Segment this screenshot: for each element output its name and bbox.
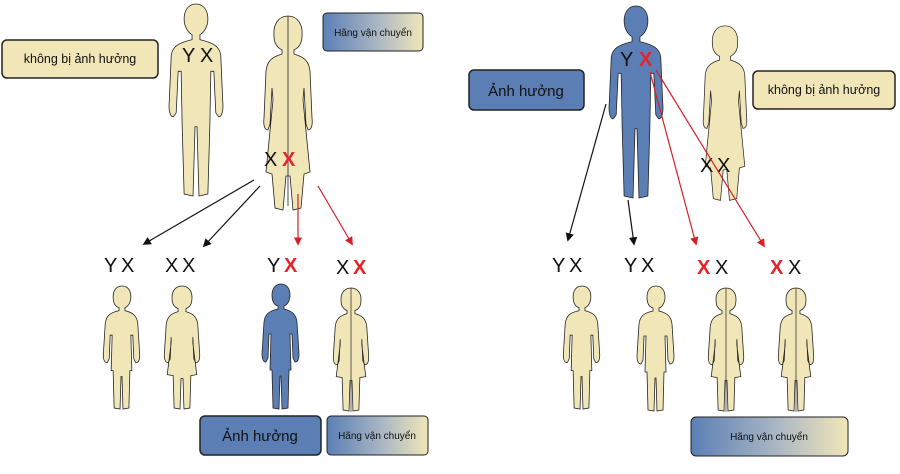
right-mother-status-label: không bị ảnh hưởng <box>752 70 896 110</box>
right-child-4-figure <box>777 287 815 412</box>
right-father-figure <box>608 5 664 199</box>
right-child-2-figure <box>636 285 675 412</box>
left-child-1-gene-a: Y <box>104 255 117 277</box>
svg-text:Hãng vận chuyển: Hãng vận chuyển <box>338 430 416 442</box>
right-child-3-figure <box>707 287 745 412</box>
right-mother-gene-a: X <box>700 155 713 177</box>
right-legend-carrier: Hãng vận chuyển <box>690 416 849 457</box>
right-child-1-figure <box>562 285 601 410</box>
right-father-gene-a: Y <box>620 49 633 71</box>
right-child-4-gene-a: X <box>770 257 784 279</box>
svg-text:không bị ảnh hưởng: không bị ảnh hưởng <box>24 52 137 66</box>
left-child-4-gene-a: X <box>336 257 349 279</box>
right-child-3-gene-b: X <box>715 257 728 279</box>
left-child-1-gene-b: X <box>121 255 134 277</box>
svg-text:Ảnh hưởng: Ảnh hưởng <box>488 83 564 100</box>
right-child-1-gene-b: X <box>569 255 582 277</box>
left-child-3-gene-b: X <box>284 255 298 277</box>
svg-text:Ảnh hưởng: Ảnh hưởng <box>222 428 298 445</box>
left-child-3-gene-a: Y <box>267 255 280 277</box>
left-child-2-figure <box>163 285 201 410</box>
left-mother-status-label: Hãng vận chuyển <box>322 12 424 52</box>
left-legend-carrier: Hãng vận chuyển <box>326 415 429 456</box>
right-inheritance-arrows <box>565 69 765 248</box>
right-child-3-gene-a: X <box>697 257 711 279</box>
left-legend-affected: Ảnh hưởng <box>199 415 322 456</box>
right-child-1-gene-a: Y <box>552 255 565 277</box>
right-father-gene-b: X <box>639 49 653 71</box>
left-child-4-gene-b: X <box>353 257 367 279</box>
left-child-3-figure <box>261 283 300 410</box>
left-child-1-figure <box>102 285 141 410</box>
left-child-2-gene-a: X <box>165 255 178 277</box>
left-inheritance-arrows <box>142 179 353 248</box>
right-father-status-label: Ảnh hưởng <box>468 69 585 111</box>
svg-text:không bị ảnh hưởng: không bị ảnh hưởng <box>768 83 881 97</box>
left-panel: không bị ảnh hưởng Hãng vận chuyển Y X X… <box>1 3 429 456</box>
left-father-gene-a: Y <box>182 45 195 67</box>
right-child-4-gene-b: X <box>788 257 801 279</box>
left-father-figure <box>168 3 224 197</box>
svg-text:Hãng vận chuyển: Hãng vận chuyển <box>730 431 808 443</box>
right-panel: Ảnh hưởng không bị ảnh hưởng Y X X X Y X… <box>468 5 896 457</box>
right-child-2-gene-b: X <box>641 255 654 277</box>
left-mother-figure <box>263 15 313 211</box>
right-mother-gene-b: X <box>717 155 730 177</box>
left-child-4-figure <box>332 287 370 412</box>
right-child-2-gene-a: Y <box>624 255 637 277</box>
left-father-status-label: không bị ảnh hưởng <box>1 39 159 79</box>
left-child-2-gene-b: X <box>182 255 195 277</box>
svg-text:Hãng vận chuyển: Hãng vận chuyển <box>334 27 412 39</box>
left-father-gene-b: X <box>200 45 213 67</box>
left-mother-gene-a: X <box>264 149 277 171</box>
left-mother-gene-b: X <box>282 149 296 171</box>
